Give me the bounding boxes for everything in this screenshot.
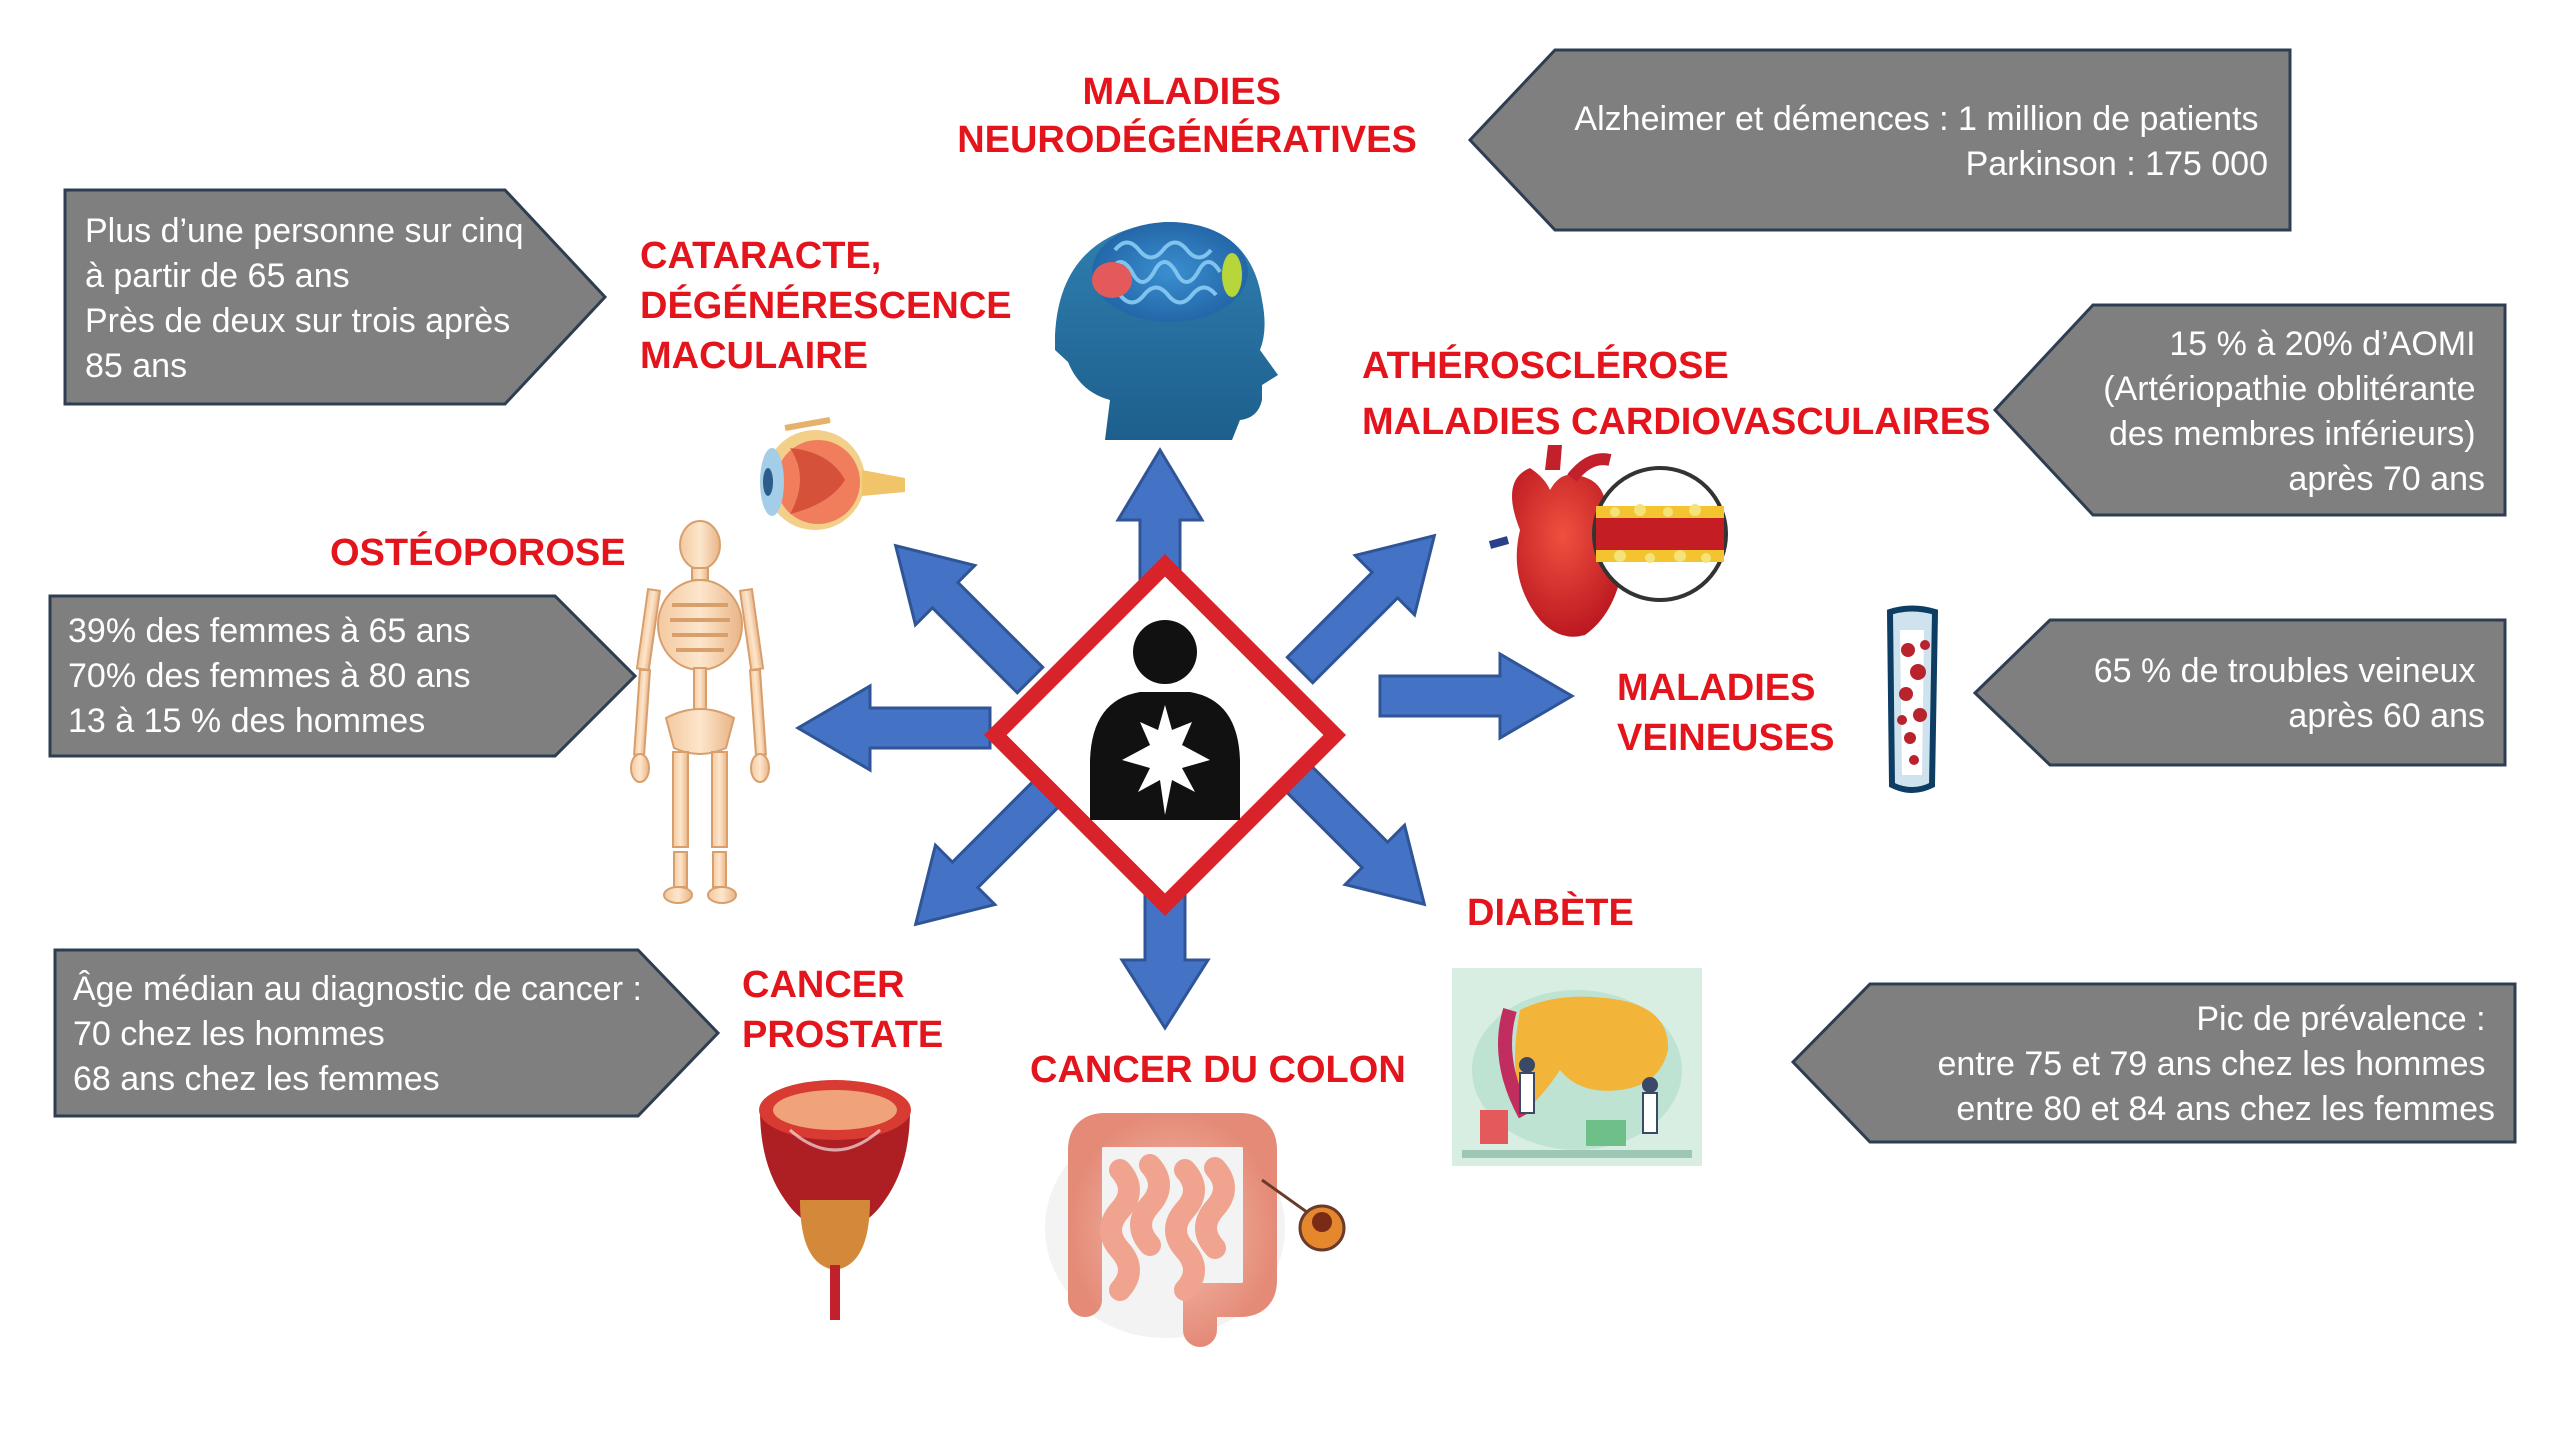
callout-cataract: Plus d’une personne sur cinq à partir de… <box>63 188 608 406</box>
label-neurodegenerative: MALADIES NEURODÉGÉNÉRATIVES <box>957 71 1417 161</box>
arrow-down <box>1119 888 1211 1031</box>
callout-venous: 65 % de troubles veineux après 60 ans <box>1972 618 2507 767</box>
arrow-up-left <box>893 543 1045 695</box>
health-hazard-icon <box>983 553 1347 917</box>
svg-text:39% des femmes à 65 ans: 39% des femmes à 65 ans 70% des femmes à… <box>68 612 480 740</box>
callout-neuro: Alzheimer et démences : 1 million de pat… <box>1467 48 2292 232</box>
vein-icon <box>1886 605 1939 793</box>
callout-diabetes: Pic de prévalence : entre 75 et 79 ans c… <box>1790 982 2517 1144</box>
svg-text:Alzheimer et démences : 1 mill: Alzheimer et démences : 1 million de pat… <box>1574 100 2268 183</box>
arrow-left <box>795 683 992 773</box>
arrow-down-left <box>913 775 1065 927</box>
eye-icon <box>760 417 905 530</box>
callout-cancer: Âge médian au diagnostic de cancer : 70 … <box>53 948 721 1118</box>
svg-text:15 % à 20% d’AOMI (Arté: 15 % à 20% d’AOMI (Artériopathie oblitér… <box>2103 325 2485 498</box>
arrows <box>795 447 1575 1031</box>
label-osteoporosis: OSTÉOPOROSE <box>330 530 626 574</box>
svg-text:Pic de prévalence : entr: Pic de prévalence : entre 75 et 79 ans c… <box>1937 1000 2495 1128</box>
label-venous-diseases: MALADIES VEINEUSES <box>1617 667 1835 759</box>
brain-icon <box>1055 222 1278 440</box>
label-cataract: CATARACTE, DÉGÉNÉRESCENCE MACULAIRE <box>640 235 1022 377</box>
callout-atherosclerosis: 15 % à 20% d’AOMI (Artériopathie oblitér… <box>1992 303 2507 517</box>
label-prostate-cancer: CANCER PROSTATE <box>742 964 943 1056</box>
colon-icon <box>1045 1113 1346 1347</box>
skeleton-icon <box>630 520 770 904</box>
arrow-up-right <box>1285 533 1437 685</box>
prostate-icon <box>759 1080 911 1320</box>
arrow-right <box>1378 651 1575 741</box>
pancreas-icon <box>1452 968 1702 1166</box>
callout-osteoporosis: 39% des femmes à 65 ans 70% des femmes à… <box>48 594 638 758</box>
label-diabetes: DIABÈTE <box>1467 890 1634 934</box>
label-atherosclerosis: ATHÉROSCLÉROSE MALADIES CARDIOVASCULAIRE… <box>1362 343 1990 443</box>
arrow-down-right <box>1275 755 1427 907</box>
svg-text:Plus d’une personne sur cinq: Plus d’une personne sur cinq à partir de… <box>85 212 533 385</box>
heart-artery-icon <box>1488 445 1728 637</box>
svg-text:Âge médian au diagnostic de ca: Âge médian au diagnostic de cancer : 70 … <box>73 970 651 1098</box>
label-colon-cancer: CANCER DU COLON <box>1030 1049 1406 1091</box>
svg-text:65 % de troubles veineux: 65 % de troubles veineux après 60 ans <box>2094 652 2485 735</box>
